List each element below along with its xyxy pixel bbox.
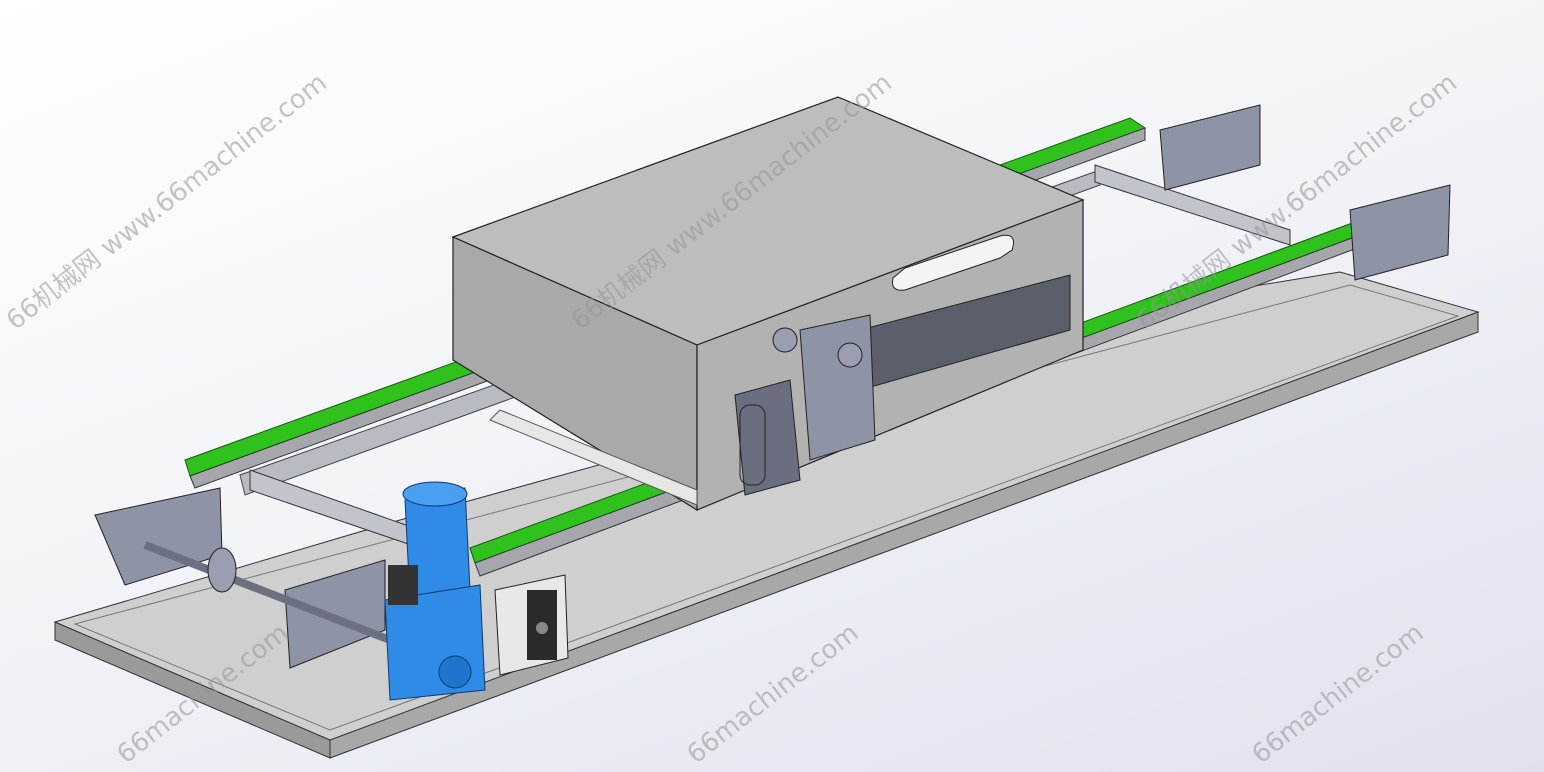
cross-beams: [249, 164, 1291, 549]
control-box: [494, 574, 569, 676]
end-brackets: [94, 104, 1451, 669]
z-axis-carriage: [734, 274, 1071, 496]
drive-motor: [384, 481, 486, 701]
